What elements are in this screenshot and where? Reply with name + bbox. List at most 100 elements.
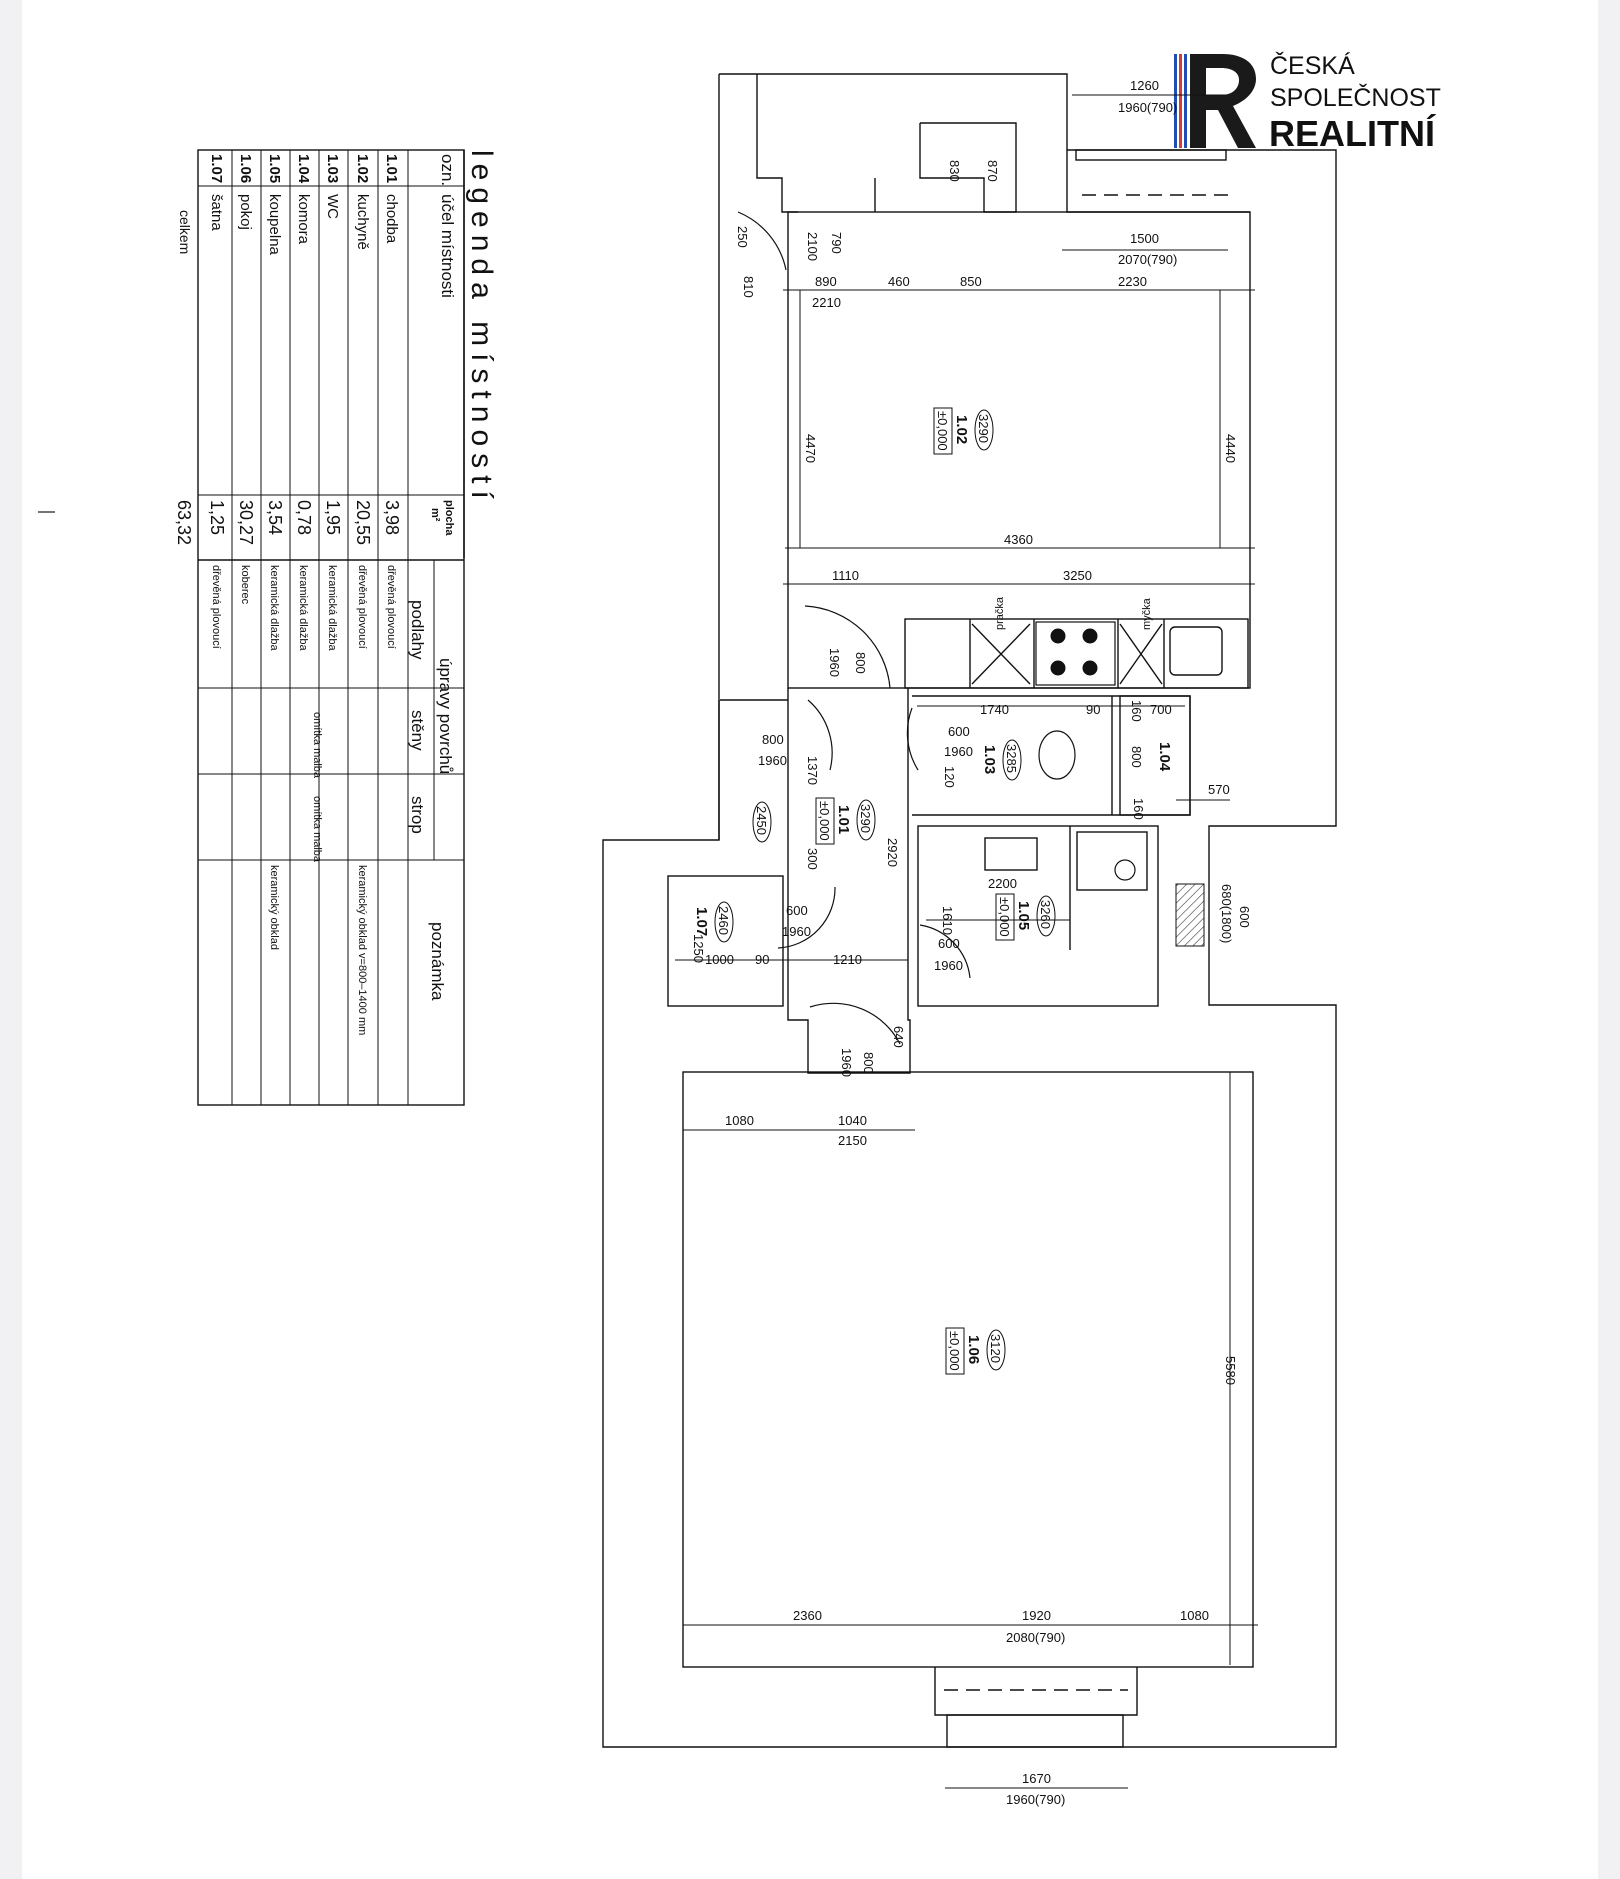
dim-label: 1960(790) (1006, 1792, 1065, 1807)
dim-label: 800 (762, 732, 784, 747)
dim-label: 1500 (1130, 231, 1159, 246)
dim-label: 800 (861, 1052, 876, 1074)
svg-text:1.02: 1.02 (953, 415, 970, 444)
room-legend: legenda místností ozn. účel místnosti pl… (174, 149, 498, 1106)
dim-label: 2230 (1118, 274, 1147, 289)
total-label: celkem (177, 210, 193, 254)
header-note: poznámka (428, 922, 447, 1001)
entrance-recess (756, 74, 798, 213)
toilet (1038, 730, 1076, 780)
svg-text:1.07: 1.07 (693, 907, 710, 936)
dim-label: 600 (1237, 906, 1252, 928)
dim-label: 1670 (1022, 1771, 1051, 1786)
row-area: 0,78 (294, 500, 314, 535)
logo-line3: REALITNÍ (1269, 113, 1436, 154)
legend-rows: 1.01 chodba 3,98 dřevěná plovoucí 1.02 k… (207, 154, 402, 1035)
svg-text:1.01: 1.01 (835, 805, 852, 834)
washer-label: pračka (994, 596, 1006, 630)
svg-text:±0,000: ±0,000 (997, 897, 1012, 937)
kitchen-walls (787, 211, 1251, 689)
dim-label: 2210 (812, 295, 841, 310)
dim-label: 1110 (832, 568, 859, 583)
stove (1035, 621, 1116, 686)
walls-value: omítka malba (311, 712, 323, 779)
svg-text:3285: 3285 (1004, 744, 1019, 773)
dim-label: 600 (938, 936, 960, 951)
row-name: šatna (208, 194, 225, 231)
dim-label: 1960 (827, 648, 842, 677)
dim-label: 90 (755, 952, 769, 967)
dim-label: 700 (1150, 702, 1172, 717)
door-arc (807, 699, 833, 771)
logo-stripe-blue (1174, 54, 1177, 148)
row-floor: dřevěná plovoucí (210, 565, 222, 649)
bathroom-sink (984, 837, 1038, 871)
dim-label: 1920 (1022, 1608, 1051, 1623)
dim-label: 120 (942, 766, 957, 788)
door-arc (737, 211, 787, 271)
row-id: 1.06 (237, 154, 254, 183)
dim-label: 640 (891, 1026, 906, 1048)
hallway-walls (787, 688, 911, 1074)
row-floor: keramická dlažba (297, 565, 309, 651)
header-id: ozn. (438, 154, 457, 186)
legend-row: 1.05 koupelna 3,54 keramická dlažba kera… (265, 154, 285, 950)
dim-label: 2920 (885, 838, 900, 867)
total-value: 63,32 (174, 500, 194, 545)
dimension-labels-vertical: 830 870 250 2100 790 810 4470 4440 1960 … (691, 160, 1252, 1385)
dim-label: 4360 (1004, 532, 1033, 547)
door-arc (777, 886, 836, 949)
dim-label: 790 (829, 232, 844, 254)
dim-label: 460 (888, 274, 910, 289)
pantry-walls (1119, 695, 1191, 816)
legend-row: 1.06 pokoj 30,27 koberec (236, 154, 256, 605)
dim-label: 1960(790) (1118, 100, 1177, 115)
washbasin (1114, 859, 1136, 881)
row-id: 1.03 (324, 154, 341, 183)
dimension-labels: 1260 1960(790) 1500 2070(790) 890 460 85… (705, 78, 1230, 1807)
dim-label: 2360 (793, 1608, 822, 1623)
dim-label: 300 (805, 848, 820, 870)
dim-label: 1960 (944, 744, 973, 759)
header-floors: podlahy (408, 600, 427, 660)
row-name: kuchyně (354, 194, 371, 250)
row-note: keramický obklad v=800–1400 mm (356, 865, 368, 1035)
window-bottom (946, 1714, 1124, 1748)
row-area: 3,54 (265, 500, 285, 535)
dim-label: 850 (960, 274, 982, 289)
row-area: 20,55 (353, 500, 373, 545)
dishwasher-x (1119, 623, 1163, 685)
dim-label: 1740 (980, 702, 1009, 717)
row-id: 1.05 (266, 154, 283, 183)
svg-text:2460: 2460 (716, 906, 731, 935)
dim-label: 4440 (1223, 434, 1238, 463)
row-name: chodba (383, 194, 400, 244)
dim-label: 2080(790) (1006, 1630, 1065, 1645)
svg-text:2450: 2450 (754, 806, 769, 835)
svg-text:±0,000: ±0,000 (947, 1331, 962, 1371)
header-surfaces: úpravy povrchů (436, 658, 455, 774)
row-name: komora (295, 194, 312, 245)
row-name: WC (324, 194, 341, 219)
row-floor: dřevěná plovoucí (385, 565, 397, 649)
dim-label: 5580 (1223, 1356, 1238, 1385)
row-name: koupelna (266, 194, 283, 256)
row-floor: keramická dlažba (268, 565, 280, 651)
legend-row: 1.02 kuchyně 20,55 dřevěná plovoucí kera… (353, 154, 373, 1035)
row-id: 1.04 (295, 154, 312, 184)
dim-label: 600 (786, 903, 808, 918)
dim-label: 160 (1131, 798, 1146, 820)
shower-tray (1076, 831, 1148, 891)
dim-label: 2200 (988, 876, 1017, 891)
dim-label: 1960 (758, 753, 787, 768)
legend-row: 1.03 WC 1,95 keramická dlažba (323, 154, 343, 651)
door-arc (906, 707, 919, 771)
dim-label: 2070(790) (1118, 252, 1177, 267)
svg-text:±0,000: ±0,000 (935, 411, 950, 451)
logo-stripe-red (1179, 54, 1182, 148)
row-name: pokoj (237, 194, 254, 230)
header-area-unit: m² (429, 508, 441, 522)
bathroom-walls (917, 825, 1159, 1007)
dishwasher-label: myčka (1141, 597, 1153, 630)
dim-label: 680(1800) (1219, 884, 1234, 943)
